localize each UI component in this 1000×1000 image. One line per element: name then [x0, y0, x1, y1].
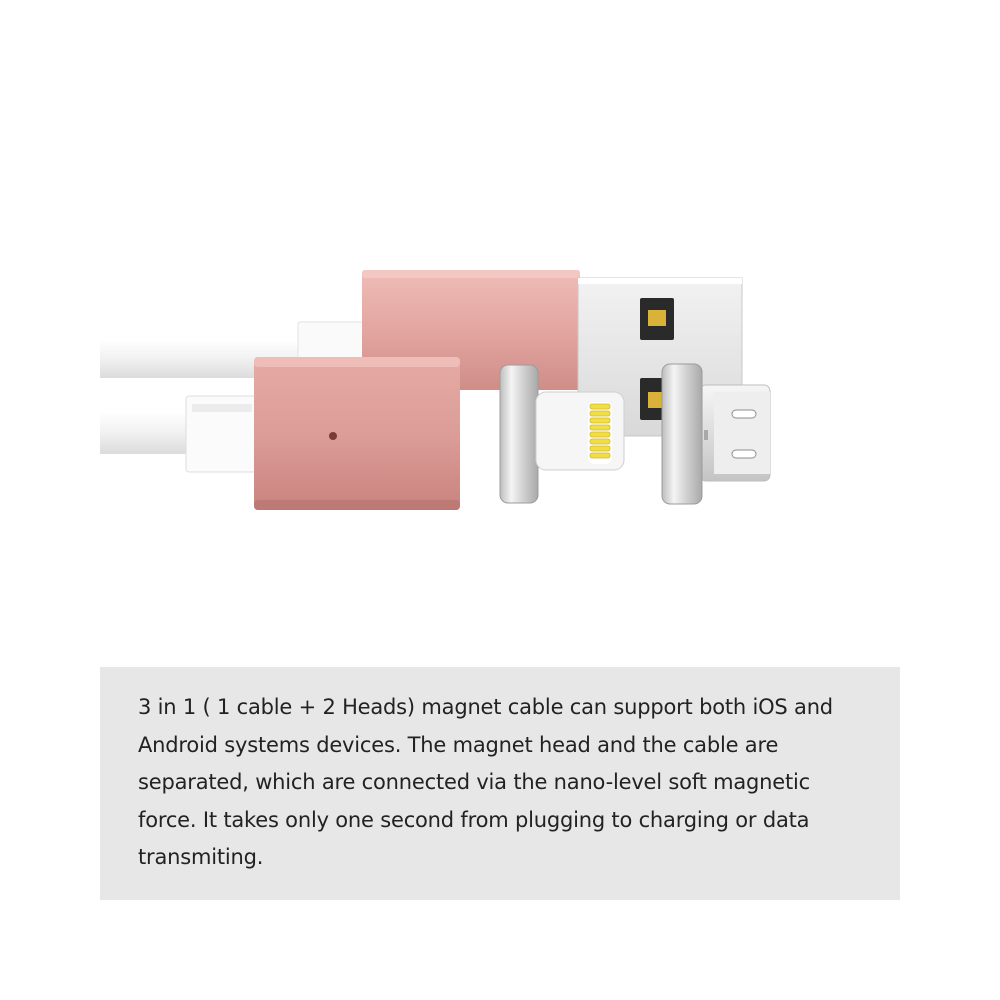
- micro-usb-magnetic-head: [661, 363, 771, 505]
- lightning-magnetic-head: [499, 364, 625, 504]
- description-text: 3 in 1 ( 1 cable + 2 Heads) magnet cable…: [138, 695, 833, 869]
- description-box: 3 in 1 ( 1 cable + 2 Heads) magnet cable…: [100, 667, 900, 900]
- magnetic-cable: [100, 395, 259, 473]
- led-indicator: [329, 432, 337, 440]
- magnetic-cable-product-photo: [100, 270, 771, 510]
- magnetic-connector-housing: [254, 357, 460, 510]
